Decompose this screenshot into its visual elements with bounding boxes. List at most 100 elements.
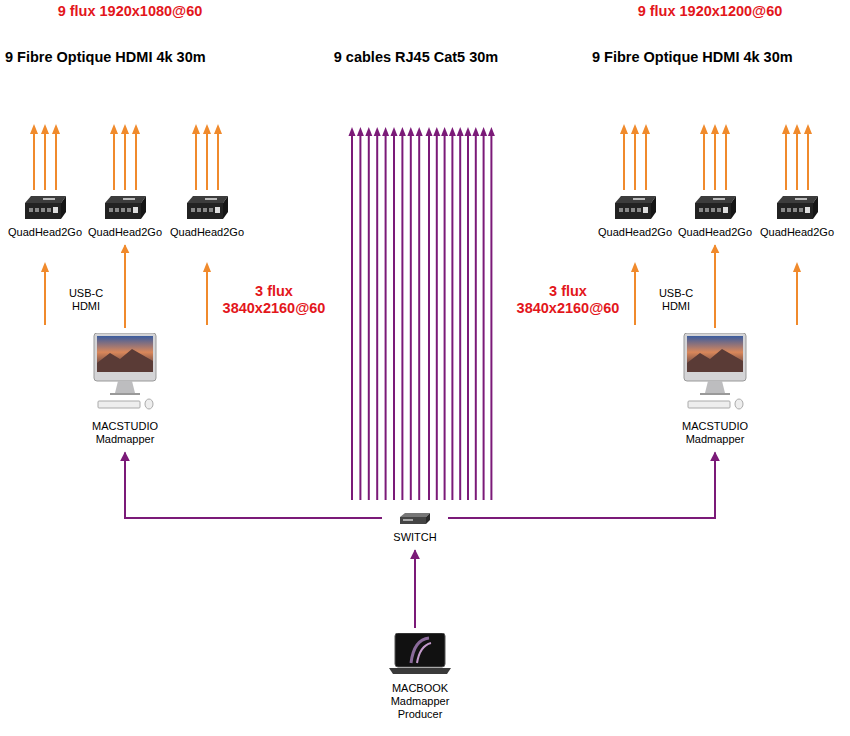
arrow-line [467, 135, 469, 500]
arrow-head [214, 124, 222, 134]
device-label: QuadHead2Go [170, 226, 244, 239]
arrow-head [642, 124, 650, 134]
device-node: QuadHead2Go [674, 193, 756, 239]
arrow-head [203, 262, 211, 272]
device-label: SWITCH [393, 531, 436, 544]
arrow-line [634, 271, 636, 325]
quadhead-device [693, 193, 737, 221]
stream-count: 3 flux 3840x2160@60 [215, 283, 333, 318]
arrow-line [113, 133, 115, 190]
stream-count: 9 flux 1920x1200@60 [610, 3, 810, 20]
arrow-line [785, 133, 787, 190]
arrow-line [418, 135, 420, 500]
arrow-line [359, 135, 361, 500]
arrow-head [399, 127, 406, 136]
arrow-line [206, 271, 208, 325]
device-node: QuadHead2Go [84, 193, 166, 239]
arrow-line [436, 135, 438, 500]
arrow-head [41, 262, 49, 272]
cable-note: 9 cables RJ45 Cat5 30m [296, 49, 536, 66]
arrow-head [631, 262, 639, 272]
arrow-head [804, 124, 812, 134]
quadhead-device [613, 193, 657, 221]
cable-note: USB-C HDMI [650, 287, 702, 313]
macbook-laptop [389, 633, 451, 677]
quadhead-device [103, 193, 147, 221]
arrow-line [444, 135, 446, 500]
signal-connector [448, 452, 715, 518]
arrow-line [368, 135, 370, 500]
arrow-line [490, 135, 492, 500]
arrow-head [110, 124, 118, 134]
arrow-line [796, 133, 798, 190]
arrow-line [483, 135, 485, 500]
arrow-line [55, 133, 57, 190]
arrow-line [451, 135, 453, 500]
device-node: MACBOOK Madmapper Producer [380, 633, 460, 722]
arrow-line [44, 133, 46, 190]
imac-computer [92, 333, 158, 415]
imac-computer [682, 333, 748, 415]
arrow-head [30, 124, 38, 134]
device-node: SWITCH [385, 512, 445, 544]
device-node: QuadHead2Go [594, 193, 676, 239]
arrow-line [195, 133, 197, 190]
signal-connector [414, 550, 416, 628]
arrow-head [121, 124, 129, 134]
device-label: QuadHead2Go [678, 226, 752, 239]
arrow-head [349, 127, 356, 136]
device-node: QuadHead2Go [166, 193, 248, 239]
arrow-line [714, 133, 716, 190]
arrow-line [44, 271, 46, 325]
quadhead-device [185, 193, 229, 221]
arrow-head [480, 127, 487, 136]
device-label: QuadHead2Go [8, 226, 82, 239]
arrow-head [449, 127, 456, 136]
arrow-line [393, 135, 395, 500]
arrow-line [351, 135, 353, 500]
device-node: QuadHead2Go [756, 193, 838, 239]
arrow-head [782, 124, 790, 134]
arrow-line [206, 133, 208, 190]
arrow-line [376, 135, 378, 500]
arrow-line [634, 133, 636, 190]
network-switch [399, 512, 431, 526]
arrow-head [465, 127, 472, 136]
arrow-head [365, 127, 372, 136]
arrow-line [135, 133, 137, 190]
arrow-head [700, 124, 708, 134]
arrow-head [488, 127, 495, 136]
quadhead-device [23, 193, 67, 221]
arrow-head [793, 124, 801, 134]
arrow-head [382, 127, 389, 136]
arrow-head [441, 127, 448, 136]
arrow-head [631, 124, 639, 134]
arrow-head [391, 127, 398, 136]
arrow-head [472, 127, 479, 136]
device-node: QuadHead2Go [4, 193, 86, 239]
signal-connector [124, 245, 126, 328]
arrow-line [410, 135, 412, 500]
arrow-line [401, 135, 403, 500]
cable-note: 9 Fibre Optique HDMI 4k 30m [592, 49, 842, 66]
arrow-line [796, 271, 798, 325]
arrow-line [703, 133, 705, 190]
signal-connector [125, 452, 382, 518]
arrow-line [428, 135, 430, 500]
signal-connector [714, 245, 716, 328]
arrow-head [711, 124, 719, 134]
rj45-cables [349, 127, 495, 500]
arrow-line [217, 133, 219, 190]
device-label: QuadHead2Go [598, 226, 672, 239]
arrow-head [722, 124, 730, 134]
device-label: MACBOOK Madmapper Producer [380, 682, 460, 722]
device-node: MACSTUDIO Madmapper [83, 333, 167, 446]
arrow-head [457, 127, 464, 136]
arrow-head [433, 127, 440, 136]
device-label: MACSTUDIO Madmapper [673, 420, 757, 446]
device-label: QuadHead2Go [88, 226, 162, 239]
arrow-head [374, 127, 381, 136]
device-node: MACSTUDIO Madmapper [673, 333, 757, 446]
arrow-head [192, 124, 200, 134]
arrow-line [459, 135, 461, 500]
